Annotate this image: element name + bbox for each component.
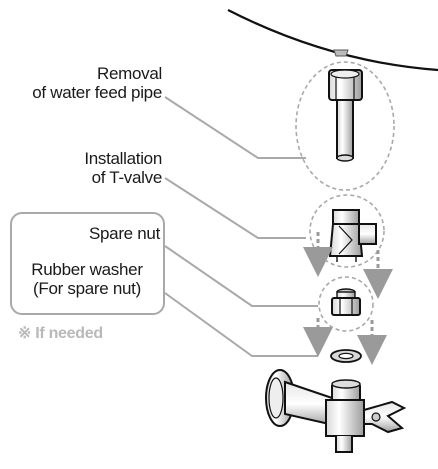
- leader-line-removal: [164, 96, 306, 159]
- appliance-bottom-curve: [227, 9, 438, 72]
- t-valve-icon: [328, 209, 377, 262]
- removal-label-line-1: Removal: [97, 64, 162, 83]
- spare-nut-highlight: [318, 276, 374, 332]
- feed-pipe-highlight: [295, 61, 395, 191]
- optional-parts-box: [10, 212, 165, 315]
- rubber-washer-label: Rubber washer (For spare nut): [14, 260, 160, 298]
- appliance-outlet: [333, 49, 349, 57]
- stop-valve-icon: [265, 369, 407, 453]
- spare-nut-label: Spare nut: [88, 224, 160, 243]
- leader-line-rubber-washer: [164, 292, 318, 357]
- if-needed-note: ※ If needed: [18, 325, 103, 342]
- removal-label: Removal of water feed pipe: [10, 64, 162, 102]
- t-valve-highlight: [309, 194, 385, 268]
- removal-label-line-2: of water feed pipe: [32, 83, 162, 102]
- t-valve-label-line-2: of T-valve: [91, 168, 163, 187]
- leader-line-t-valve: [164, 177, 306, 239]
- spare-nut-icon: [331, 288, 361, 316]
- rubber-washer-label-line-1: Rubber washer: [31, 260, 143, 279]
- leader-line-spare-nut: [164, 245, 318, 307]
- water-feed-pipe-icon: [328, 69, 363, 162]
- t-valve-label-line-1: Installation: [84, 149, 162, 168]
- t-valve-label: Installation of T-valve: [30, 149, 162, 187]
- rubber-washer-icon: [330, 349, 362, 363]
- rubber-washer-label-line-2: (For spare nut): [33, 279, 141, 298]
